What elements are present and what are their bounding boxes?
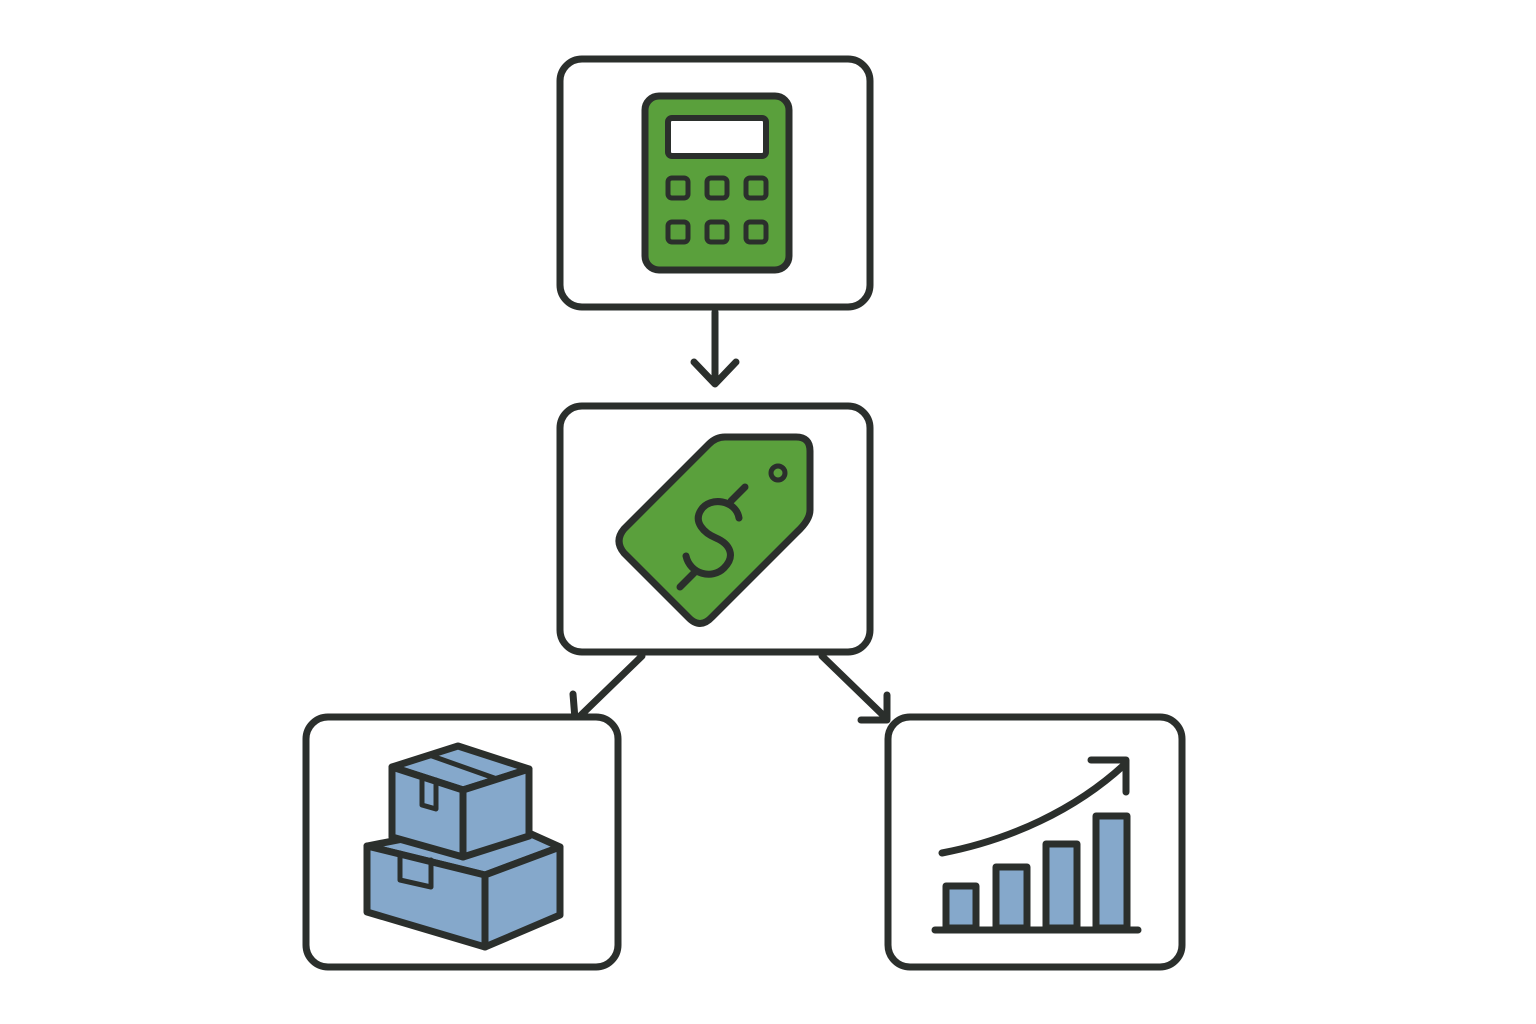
stacked-boxes-icon: [363, 742, 564, 951]
node-sales-growth: [884, 713, 1186, 971]
bar-3: [1042, 840, 1081, 932]
node-price-tag: [556, 402, 874, 656]
node-calculator: [556, 55, 874, 311]
edge-calculator-to-price-tag: [690, 308, 740, 388]
growth-bar-chart-icon: [931, 756, 1142, 934]
bar-2: [992, 863, 1031, 932]
trend-arrow-icon: [938, 756, 1130, 857]
edge-price-tag-to-sales-growth: [818, 652, 891, 724]
bar-1: [942, 882, 980, 932]
calculator-icon: [641, 92, 793, 274]
node-inventory: [302, 713, 622, 971]
edge-price-tag-to-inventory: [569, 652, 646, 723]
bar-4: [1092, 812, 1131, 932]
dollar-price-tag-icon: [615, 433, 814, 627]
top-box-icon: [388, 742, 533, 861]
dollar-sign-icon: [676, 483, 749, 591]
